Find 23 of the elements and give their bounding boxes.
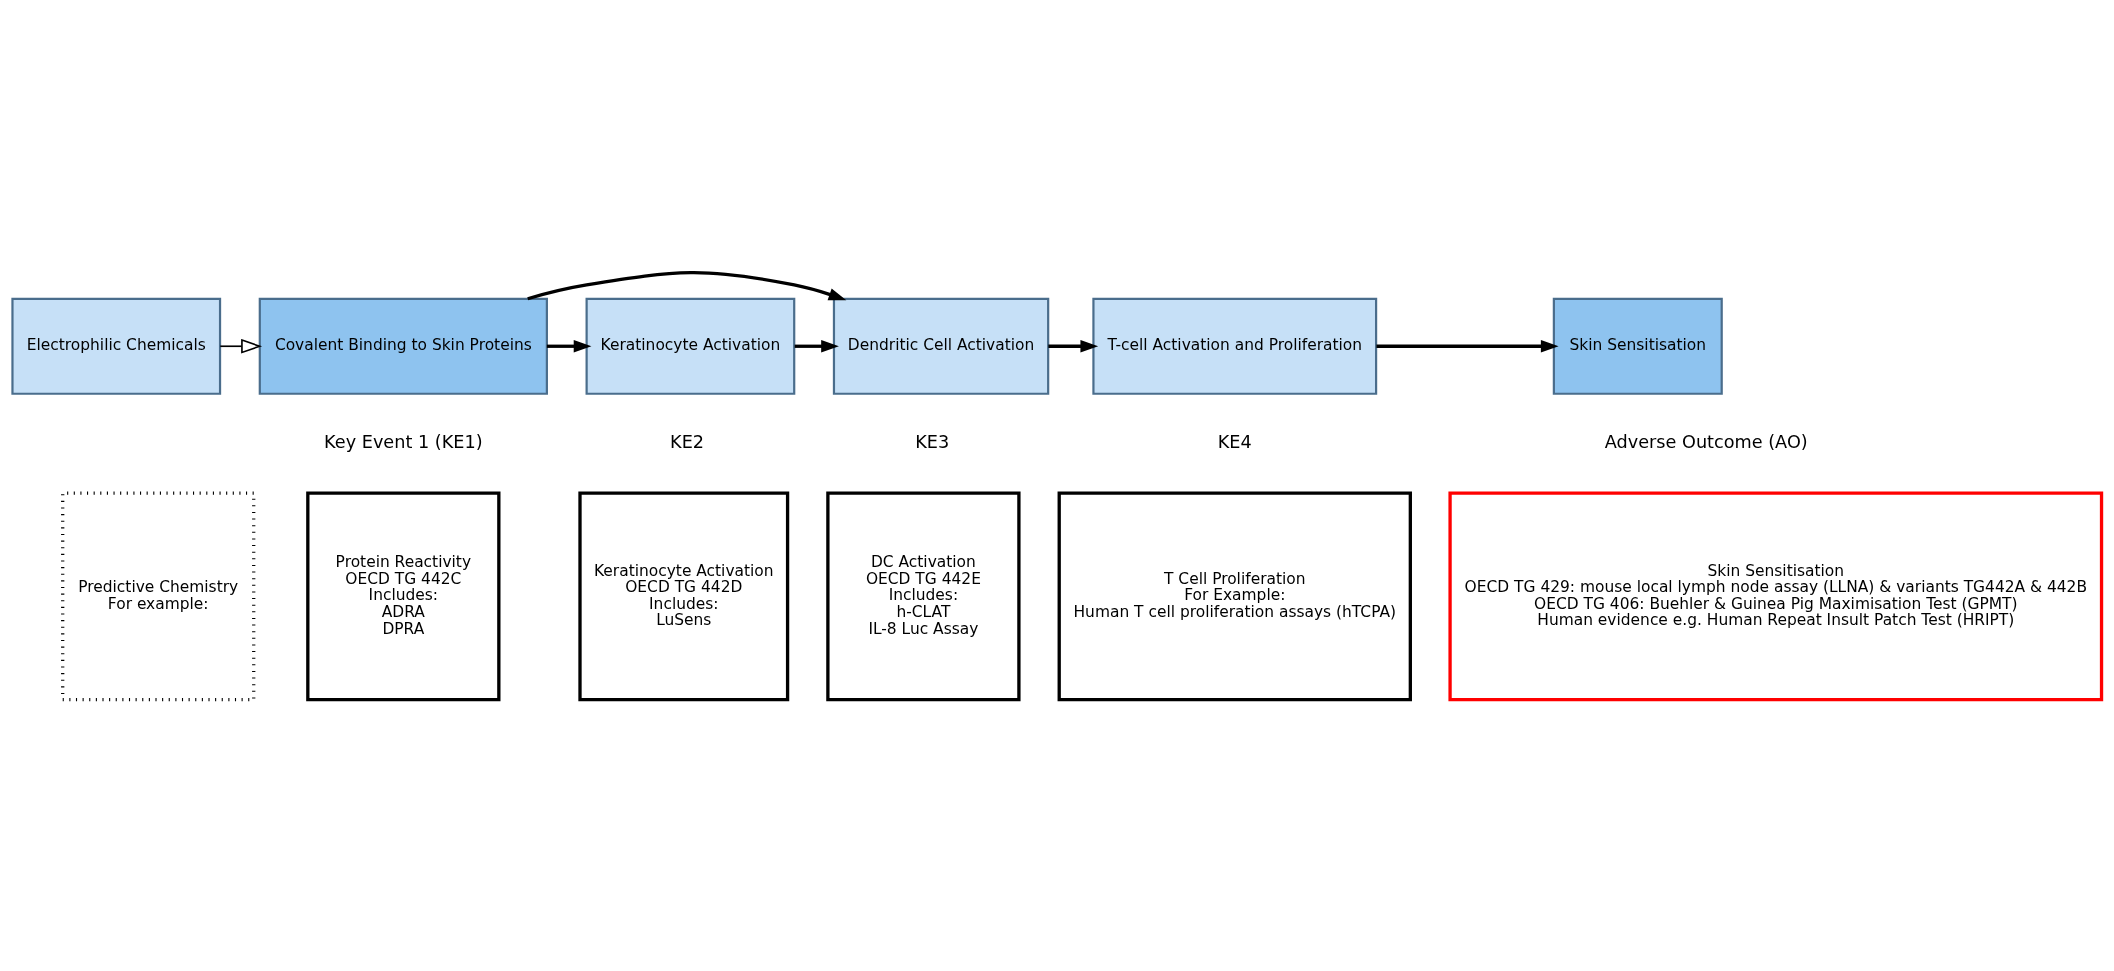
node-box: Covalent Binding to Skin Proteins [258, 297, 548, 395]
arrow [546, 339, 592, 352]
label: KE4 [1217, 431, 1252, 452]
node-box: T Cell Proliferation For Example: Human T cell proliferation assays (hTCPA) [1057, 490, 1412, 701]
node-box: T-cell Activation and Proliferation [1092, 297, 1378, 395]
node-box: Protein Reactivity OECD TG 442C Includes: ADRA DPRA [306, 490, 501, 701]
node-box: Skin Sensitisation [1552, 297, 1723, 395]
node-box: Keratinocyte Activation OECD TG 442D Includes: LuSens [578, 490, 790, 701]
label: Adverse Outcome (AO) [1604, 431, 1808, 452]
arrow [219, 338, 263, 354]
arrow [794, 339, 839, 352]
node-box: Electrophilic Chemicals [11, 297, 222, 395]
node-box: Dendritic Cell Activation [832, 297, 1050, 395]
node-box: Predictive Chemistry For example: [61, 490, 256, 701]
arrow [1376, 339, 1559, 352]
label: KE3 [915, 431, 950, 452]
node-box: DC Activation OECD TG 442E Includes: h-CLAT IL-8 Luc Assay [826, 490, 1021, 701]
node-box: Keratinocyte Activation [585, 297, 796, 395]
label: KE2 [670, 431, 705, 452]
label: Key Event 1 (KE1) [324, 431, 483, 452]
node-box: Skin Sensitisation OECD TG 429: mouse local lymph node assay (LLNA) & variants TG442A & 442B OECD TG 406: Buehler & Guinea Pig Maximisation Test (GPMT) Human evidence e.g. Human Repeat Insult Patch Test (HRIPT) [1448, 490, 2104, 701]
arrow [527, 270, 847, 300]
arrow [1048, 339, 1099, 352]
